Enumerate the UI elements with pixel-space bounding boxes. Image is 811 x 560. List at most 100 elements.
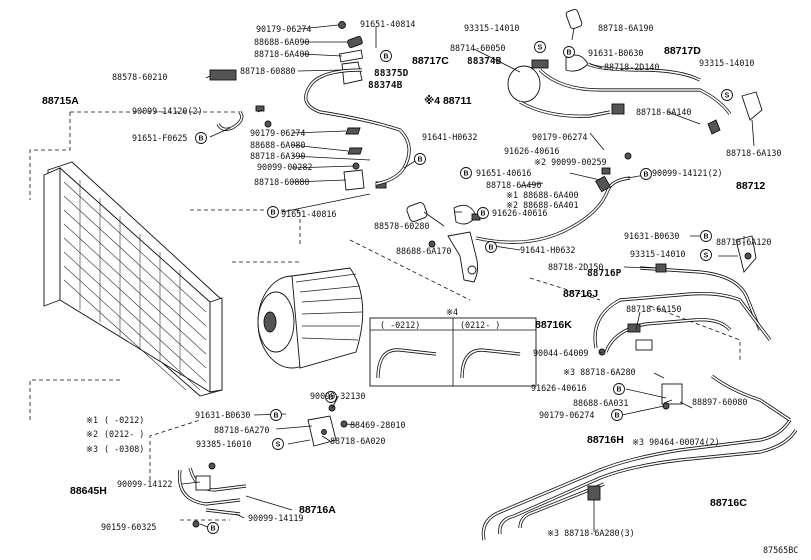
tubes-88716C-88716H <box>481 374 798 541</box>
bolt-badge: B <box>611 409 623 421</box>
bolt-badge: B <box>485 241 497 253</box>
label-88716P: 88716P <box>587 268 622 279</box>
inset-col2: (0212- ) <box>460 320 500 330</box>
part-labels: 90179-06274 88688-6A090 88718-6A400 9165… <box>101 19 781 538</box>
part-label: 88688-6A080 <box>250 140 305 150</box>
svg-text:B: B <box>463 171 468 178</box>
part-label: 88578-60280 <box>374 221 429 231</box>
part-label: 88469-28010 <box>350 420 405 430</box>
receiver-drawing <box>507 8 763 135</box>
part-label: 91626-40616 <box>504 146 559 156</box>
bolt-badge: B <box>195 132 207 144</box>
screw-badge: S <box>534 41 546 53</box>
svg-text:B: B <box>210 526 215 533</box>
part-label: 91631-B0630 <box>588 48 643 58</box>
part-label: 88718-6A270 <box>214 425 269 435</box>
part-label: 88374B <box>368 80 403 91</box>
tubes-88716 <box>593 292 772 356</box>
svg-text:B: B <box>328 395 333 402</box>
part-label: 88688-6A170 <box>396 246 451 256</box>
part-label: 88718-60880 <box>254 177 309 187</box>
bolt-badge: B <box>460 167 472 179</box>
legend: ※1 ( -0212) ※2 (0212- ) ※3 ( -0308) <box>86 415 144 454</box>
bolt-badge: B <box>267 206 279 218</box>
part-label: 88718-60880 <box>240 66 295 76</box>
part-label: 91641-H0632 <box>422 132 477 142</box>
svg-text:B: B <box>270 210 275 217</box>
screw-badge: S <box>700 249 712 261</box>
part-label: 91651-40616 <box>476 168 531 178</box>
label-88645H: 88645H <box>70 485 107 497</box>
condenser-drawing <box>43 161 223 397</box>
part-label: 88718-6A120 <box>716 237 771 247</box>
screw-badges: S S S S <box>272 41 733 450</box>
part-label: 90099-32130 <box>310 391 365 401</box>
part-label: 88718-6A140 <box>636 107 691 117</box>
label-88717D: 88717D <box>664 45 701 57</box>
bottom-center-brackets <box>307 404 348 447</box>
bolt-badge: B <box>270 409 282 421</box>
part-label: 91626-40616 <box>531 383 586 393</box>
svg-text:B: B <box>566 50 571 57</box>
part-label: 88688-6A090 <box>254 37 309 47</box>
label-88716H: 88716H <box>587 434 624 446</box>
part-label: 88718-6A190 <box>598 23 653 33</box>
legend-mark-2: ※2 <box>86 429 98 439</box>
part-label: 88718-2D140 <box>604 62 659 72</box>
inset-box <box>369 317 537 387</box>
legend-mark-1: ※1 <box>86 415 98 425</box>
part-label: 91651-F0625 <box>132 133 187 143</box>
bolt-badge: B <box>613 383 625 395</box>
bolt-badge: B <box>640 168 652 180</box>
part-label: ※1 88688-6A400 <box>506 190 579 200</box>
leader-lines <box>181 24 755 532</box>
part-label: 91631-B0630 <box>624 231 679 241</box>
top-left-fittings <box>209 21 387 191</box>
part-label: 91631-B0630 <box>195 410 250 420</box>
label-88717C: 88717C <box>412 55 449 67</box>
part-label: 88714-60050 <box>450 43 505 53</box>
svg-text:B: B <box>643 172 648 179</box>
part-label: 93315-14010 <box>699 58 754 68</box>
part-label: 90179-06274 <box>539 410 594 420</box>
part-label: 88718-2D150 <box>548 262 603 272</box>
bolt-badge: B <box>380 50 392 62</box>
inset-mark: ※4 <box>446 307 458 317</box>
diagram-id: 87565BC <box>763 545 798 555</box>
legend-mark-3: ※3 <box>86 444 98 454</box>
part-label: 88897-60080 <box>692 397 747 407</box>
part-label: 93385-16010 <box>196 439 251 449</box>
center-fittings <box>406 202 481 283</box>
hose-88711 <box>304 68 411 186</box>
part-label: 88578-60210 <box>112 72 167 82</box>
legend-range-3: ( -0308) <box>104 444 144 454</box>
bolt-badge: B <box>207 522 219 534</box>
part-label: 91651-40814 <box>360 19 415 29</box>
label-88712: 88712 <box>736 180 765 192</box>
svg-text:S: S <box>538 45 543 52</box>
bolt-badge: B <box>700 230 712 242</box>
part-label: 90179-06274 <box>250 128 305 138</box>
bolt-badges: B B B B B B B B B B B B B B B <box>195 46 712 534</box>
part-label: 90179-06274 <box>256 24 311 34</box>
part-label: 90099-14122 <box>117 479 172 489</box>
part-label: ※3 88718-6A280 <box>563 367 636 377</box>
part-label: 90044-64009 <box>533 348 588 358</box>
part-label: 88688-6A031 <box>573 398 628 408</box>
part-label: 88718-6A130 <box>726 148 781 158</box>
svg-text:B: B <box>488 245 493 252</box>
bottom-left-assembly <box>177 462 247 528</box>
part-label: 88718-6A390 <box>250 151 305 161</box>
svg-text:S: S <box>276 442 281 449</box>
part-label: 90099-14121(2) <box>652 168 723 178</box>
assembly-labels: 88715A ※4 88711 88717C 88717D 88712 8871… <box>42 45 765 516</box>
inset-col1: ( -0212) <box>380 320 420 330</box>
part-label: 91651-40816 <box>281 209 336 219</box>
part-label: 90099-00282 <box>257 162 312 172</box>
legend-range-2: (0212- ) <box>104 429 144 439</box>
label-88716K: 88716K <box>535 319 572 331</box>
svg-text:B: B <box>383 54 388 61</box>
part-label: 90159-60325 <box>101 522 156 532</box>
part-label: 88718-6A150 <box>626 304 681 314</box>
